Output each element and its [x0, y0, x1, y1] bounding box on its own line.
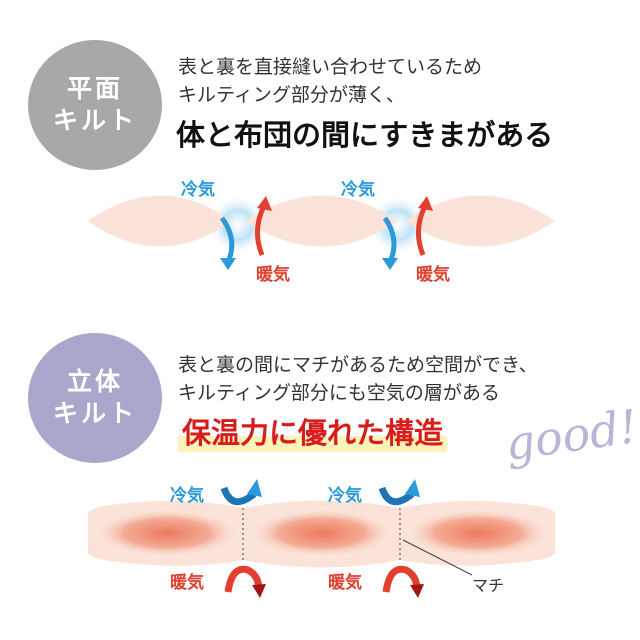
warm-air-label: 暖気: [256, 265, 290, 285]
warm-air-layer: [95, 509, 239, 557]
badge-line: キルト: [52, 399, 137, 428]
gusset-pointer-line: [402, 539, 473, 576]
flat-quilt-diagram: [88, 195, 555, 270]
flat-headline: 体と布団の間にすきまがある: [176, 118, 554, 152]
solid-description-line: 表と裏の間にマチがあるため空間ができ、: [178, 354, 538, 376]
badge-line: 立体: [66, 367, 123, 396]
gusset-label: マチ: [472, 576, 505, 595]
cold-air-label: 冷気: [181, 180, 215, 200]
badge-line: キルト: [52, 106, 137, 135]
warm-air-layer: [406, 509, 550, 557]
solid-quilt-badge: 立体 キルト: [28, 333, 162, 463]
warm-air-label: 暖気: [170, 573, 204, 593]
badge-line: 平面: [66, 74, 123, 103]
flat-description-line: キルティング部分が薄く、: [178, 84, 405, 106]
warm-air-label: 暖気: [328, 573, 362, 593]
cold-air-label: 冷気: [341, 180, 375, 200]
cold-gap: [368, 195, 428, 255]
flat-quilt-badge: 平面 キルト: [28, 40, 162, 170]
cold-air-arrow-icon: [219, 216, 236, 270]
solid-headline: 保温力に優れた構造: [178, 410, 448, 452]
warm-air-label: 暖気: [416, 265, 450, 285]
cold-air-arrow-icon: [220, 479, 262, 506]
flat-quilt-segment: [88, 195, 232, 247]
warm-air-arrow-icon: [224, 565, 266, 598]
warm-air-arrow-icon: [255, 196, 272, 256]
flat-quilt-segment: [245, 195, 398, 247]
cold-air-arrow-icon: [382, 216, 398, 270]
solid-quilt-diagram: [88, 479, 555, 598]
cold-air-label: 冷気: [328, 486, 362, 506]
flat-description-line: 表と裏を直接縫い合わせているため: [178, 56, 483, 78]
flat-quilt-segment: [405, 195, 555, 247]
solid-description-line: キルティング部分にも空気の層がある: [178, 382, 500, 404]
warm-air-layer: [250, 509, 394, 557]
warm-air-arrow-icon: [416, 196, 433, 256]
cold-gap: [208, 195, 268, 255]
warm-air-arrow-icon: [382, 565, 424, 598]
cold-air-arrow-icon: [378, 479, 420, 506]
cold-air-label: 冷気: [170, 486, 204, 506]
